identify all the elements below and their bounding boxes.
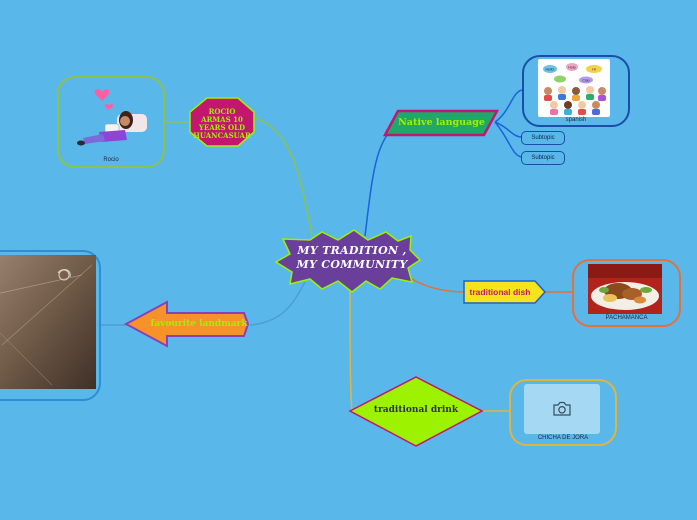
native-language-subtopic-1[interactable]: Subtopic bbox=[521, 131, 565, 145]
speech-bubble-2: Hola bbox=[568, 66, 575, 70]
native-language-shape[interactable] bbox=[382, 109, 500, 137]
central-topic-line-1: MY TRADITION , bbox=[297, 244, 407, 257]
connector-drink bbox=[349, 289, 353, 411]
connector-native-image bbox=[494, 89, 523, 123]
traditional-dish-label: traditional dish bbox=[469, 287, 531, 297]
camera-icon bbox=[553, 401, 571, 416]
traditional-dish-image-card[interactable]: PACHAMANCA bbox=[572, 259, 681, 327]
profile-image-caption: Rocio bbox=[103, 157, 119, 163]
favourite-landmark-image-card[interactable] bbox=[0, 250, 101, 401]
connector-native-language bbox=[364, 123, 401, 237]
traditional-dish-shape[interactable] bbox=[463, 280, 547, 304]
traditional-dish-image-caption: PACHAMANCA bbox=[605, 315, 648, 321]
central-topic-label: MY TRADITION , MY COMMUNITY bbox=[290, 244, 414, 272]
girl-reading-illustration bbox=[77, 89, 147, 146]
connector-dish bbox=[409, 277, 466, 293]
speech-bubble-4: Ciao bbox=[582, 79, 589, 83]
small-heart-icon bbox=[104, 103, 114, 110]
heart-icon bbox=[94, 89, 110, 101]
connector-subtopic-2 bbox=[494, 121, 523, 158]
image-placeholder[interactable] bbox=[524, 384, 600, 434]
native-language-image-caption: spanish bbox=[565, 117, 587, 123]
central-topic-line-2: MY COMMUNITY bbox=[296, 258, 408, 271]
central-topic-shape[interactable] bbox=[274, 229, 422, 293]
connector-subtopic-1 bbox=[494, 121, 523, 138]
people-row-1 bbox=[544, 86, 606, 101]
pachamanca-photo bbox=[588, 264, 662, 314]
speech-bubble-3: Hi bbox=[592, 68, 596, 72]
people-speaking-illustration: Hello! Hola Hi Ciao bbox=[538, 59, 610, 117]
profile-octagon[interactable] bbox=[189, 97, 255, 147]
connector-profile bbox=[254, 117, 313, 237]
traditional-drink-image-caption: CHICHA DE JORA bbox=[537, 435, 589, 441]
native-language-label: Native language bbox=[398, 117, 485, 128]
people-row-2 bbox=[550, 101, 600, 115]
profile-name-text: ROCIO ARMAS 10 YEARS OLD HUANCASUAR bbox=[193, 107, 251, 140]
speech-bubble-1: Hello! bbox=[546, 68, 555, 72]
native-language-image-card[interactable]: Hello! Hola Hi Ciao spanish bbox=[522, 55, 630, 127]
native-language-subtopic-2[interactable]: Subtopic bbox=[521, 151, 565, 165]
favourite-landmark-label: favourite landmark bbox=[150, 319, 248, 329]
traditional-drink-label: traditional drink bbox=[373, 405, 459, 415]
traditional-drink-image-card[interactable]: CHICHA DE JORA bbox=[509, 379, 617, 446]
nazca-lines-photo bbox=[0, 255, 96, 389]
favourite-landmark-shape[interactable] bbox=[123, 300, 250, 348]
traditional-drink-shape[interactable] bbox=[348, 376, 484, 447]
profile-image-card[interactable]: Rocio bbox=[57, 76, 165, 168]
connector-landmark bbox=[249, 281, 306, 326]
